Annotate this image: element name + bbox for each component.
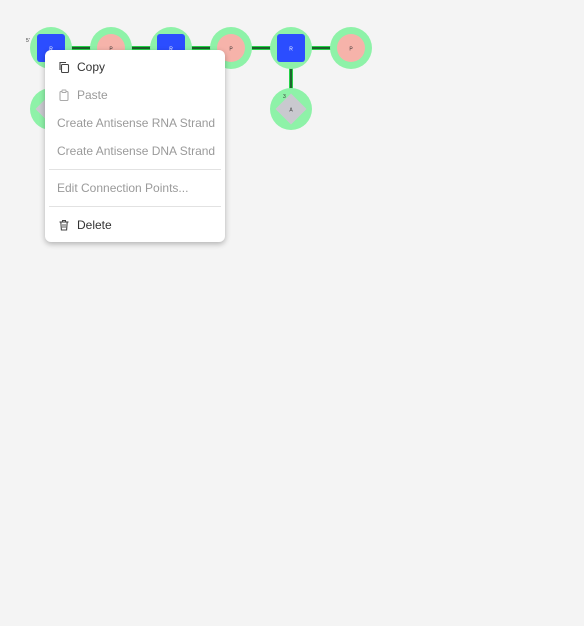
- menu-item-delete[interactable]: Delete: [45, 213, 225, 237]
- menu-separator: [49, 206, 221, 207]
- menu-item-copy[interactable]: Copy: [45, 55, 225, 79]
- node-label: R: [169, 46, 173, 52]
- node-label: R: [49, 46, 53, 52]
- node-label: A: [289, 107, 293, 113]
- strand-start-label: 5': [26, 38, 30, 44]
- menu-item-edit-connection-points[interactable]: Edit Connection Points...: [45, 176, 225, 200]
- trash-icon: [58, 219, 70, 231]
- menu-item-label: Copy: [77, 60, 106, 74]
- base-node-shape: [275, 93, 307, 125]
- base-index-label: 3: [283, 94, 286, 100]
- phosphate-node-shape: [337, 34, 365, 62]
- menu-item-label: Paste: [77, 88, 108, 102]
- node-label: P: [229, 46, 233, 52]
- paste-icon: [58, 89, 70, 102]
- menu-item-label: Create Antisense RNA Strand: [57, 116, 216, 130]
- menu-item-create-antisense-dna[interactable]: Create Antisense DNA Strand: [45, 139, 225, 163]
- menu-item-label: Create Antisense DNA Strand: [57, 144, 216, 158]
- menu-item-paste[interactable]: Paste: [45, 83, 225, 107]
- node-base-2[interactable]: A 3: [270, 88, 312, 130]
- menu-item-create-antisense-rna[interactable]: Create Antisense RNA Strand: [45, 111, 225, 135]
- node-sugar-3[interactable]: R: [270, 27, 312, 69]
- menu-separator: [49, 169, 221, 170]
- menu-item-label: Delete: [77, 218, 112, 232]
- context-menu: Copy Paste Create Antisense RNA Strand C…: [45, 50, 225, 242]
- menu-item-label: Edit Connection Points...: [57, 181, 189, 195]
- node-phosphate-3[interactable]: P: [330, 27, 372, 69]
- node-label: P: [349, 46, 353, 52]
- node-label: R: [289, 46, 293, 52]
- copy-icon: [58, 61, 70, 74]
- node-label: P: [109, 46, 113, 52]
- sugar-node-shape: [277, 34, 305, 62]
